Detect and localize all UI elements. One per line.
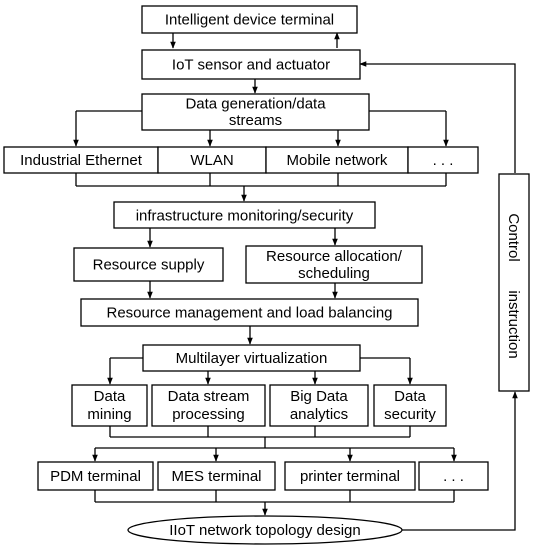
terminal-pdm-label: PDM terminal [50, 468, 141, 485]
service-bigdata-node: Big Data analytics [269, 384, 369, 427]
service-bigdata-label-line2: analytics [290, 406, 348, 423]
network-mobile-node: Mobile network [265, 146, 409, 174]
infrastructure-node: infrastructure monitoring/security [113, 201, 376, 229]
terminal-mes-node: MES terminal [157, 461, 276, 491]
infrastructure-label: infrastructure monitoring/security [136, 208, 354, 225]
data-generation-label-line2: streams [229, 112, 282, 129]
terminal-pdm-node: PDM terminal [37, 461, 154, 491]
virtualization-label: Multilayer virtualization [176, 350, 328, 367]
virtualization-node: Multilayer virtualization [142, 344, 361, 372]
top-terminal-label: Intelligent device terminal [165, 12, 334, 29]
service-mining-label-line1: Data [94, 388, 126, 405]
service-mining-label-line2: mining [87, 406, 131, 423]
network-more-node: . . . [407, 146, 479, 174]
resource-supply-node: Resource supply [73, 247, 224, 282]
topology-label: IIoT network topology design [169, 522, 361, 539]
resource-allocation-label-line2: scheduling [298, 265, 370, 282]
data-generation-node: Data generation/data streams [141, 93, 370, 131]
terminal-mes-label: MES terminal [171, 468, 261, 485]
network-wlan-label: WLAN [190, 152, 233, 169]
data-generation-label-line1: Data generation/data [185, 96, 326, 113]
arrow-control-to-sensor [359, 61, 516, 173]
sensor-node: IoT sensor and actuator [141, 49, 361, 80]
network-mobile-label: Mobile network [287, 152, 388, 169]
resource-supply-label: Resource supply [93, 257, 205, 274]
service-security-label-line2: security [384, 406, 436, 423]
resource-management-label: Resource management and load balancing [106, 305, 392, 322]
terminal-printer-node: printer terminal [284, 461, 416, 491]
service-stream-label-line1: Data stream [168, 388, 250, 405]
connectors [73, 32, 518, 531]
network-wlan-node: WLAN [157, 146, 267, 174]
topology-node: IIoT network topology design [127, 515, 403, 545]
network-more-label: . . . [433, 152, 454, 169]
control-instruction-label-line1: Control [505, 213, 522, 261]
sensor-label: IoT sensor and actuator [172, 57, 330, 74]
service-mining-node: Data mining [71, 384, 148, 427]
service-security-label-line1: Data [394, 388, 426, 405]
service-bigdata-label-line1: Big Data [290, 388, 348, 405]
terminal-more-node: . . . [418, 461, 489, 491]
terminal-more-label: . . . [443, 468, 464, 485]
top-terminal-node: Intelligent device terminal [141, 5, 358, 34]
service-stream-node: Data stream processing [151, 384, 266, 427]
terminal-printer-label: printer terminal [300, 468, 400, 485]
network-industrial-label: Industrial Ethernet [20, 152, 143, 169]
service-security-node: Data security [373, 384, 447, 427]
resource-management-node: Resource management and load balancing [80, 298, 419, 327]
control-instruction-label-line2: instruction [505, 290, 522, 358]
service-stream-label-line2: processing [172, 406, 245, 423]
resource-allocation-node: Resource allocation/ scheduling [245, 245, 423, 284]
resource-allocation-label-line1: Resource allocation/ [266, 248, 403, 265]
network-industrial-node: Industrial Ethernet [3, 146, 159, 174]
control-instruction-node: Control instruction [498, 173, 530, 392]
arrow-topology-to-control [402, 391, 518, 531]
